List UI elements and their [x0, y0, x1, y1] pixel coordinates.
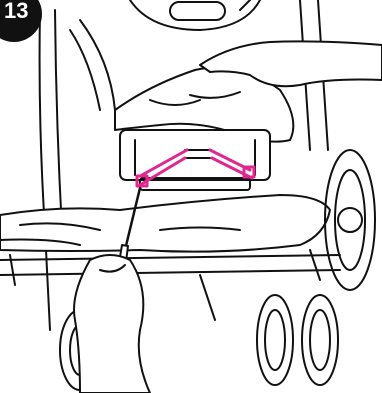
seat-mechanism	[120, 130, 270, 190]
seat-fabric	[0, 195, 330, 252]
step-number: 13	[0, 0, 28, 22]
handlebar	[130, 0, 260, 30]
hand-left	[74, 255, 150, 393]
